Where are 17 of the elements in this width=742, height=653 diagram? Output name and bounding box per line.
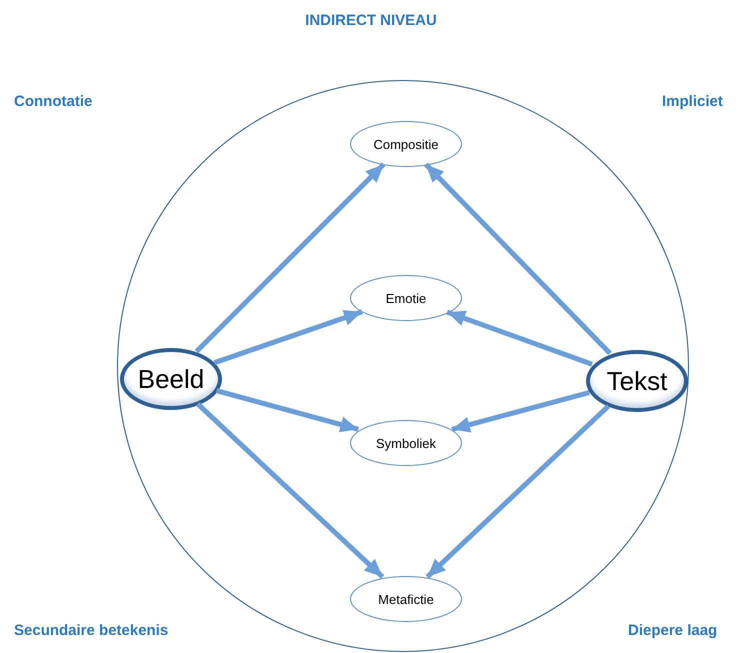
ellipse-node: Beeld [120, 348, 222, 410]
arrow [451, 390, 590, 432]
corner-label: Secundaire betekenis [14, 622, 168, 639]
arrow [196, 402, 384, 579]
ellipse-node: Compositie [350, 121, 462, 167]
corner-label: Connotatie [14, 93, 92, 110]
arrow [426, 404, 610, 579]
arrow [214, 309, 363, 366]
ellipse-node: Symboliek [350, 420, 462, 466]
ellipse-node: Tekst [586, 350, 688, 412]
title: INDIRECT NIVEAU [305, 12, 437, 29]
ellipse-node: Metafictie [350, 576, 462, 622]
arrow [216, 388, 359, 432]
corner-label: Diepere laag [628, 622, 718, 639]
corner-label: Impliciet [662, 93, 723, 110]
ellipse-node: Emotie [350, 275, 462, 321]
arrow [446, 310, 593, 367]
